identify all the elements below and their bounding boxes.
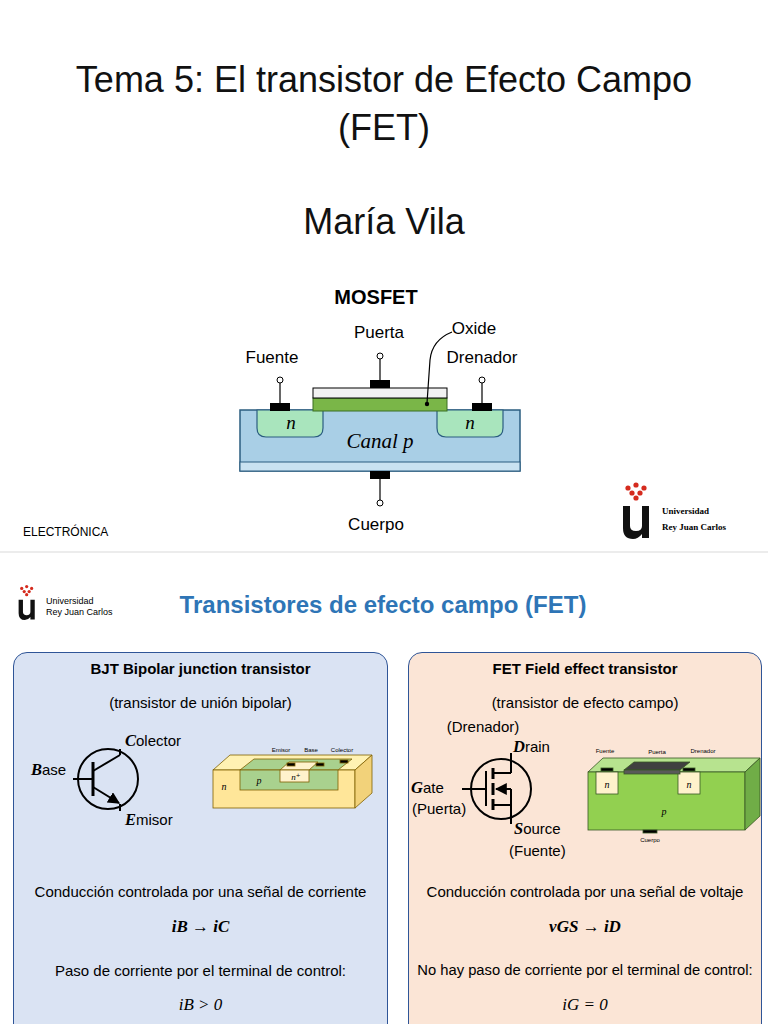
part-label: Oxide: [452, 319, 496, 339]
panel-text: (transistor de unión bipolar): [14, 694, 387, 712]
terminal-label: Colector: [331, 747, 353, 754]
panel-text: iG = 0: [409, 995, 761, 1015]
region-label: n: [286, 412, 296, 434]
slide-heading: Transistores de efecto campo (FET): [180, 591, 587, 619]
terminal-label: Base: [31, 761, 66, 780]
panel-text: No hay paso de corriente por el terminal…: [409, 962, 761, 980]
terminal-label: Fuente: [246, 348, 299, 368]
slide-title: Tema 5: El transistor de Efecto Campo (F…: [44, 56, 724, 152]
figure-title: MOSFET: [334, 286, 417, 309]
panel-text: FET Field effect transistor: [409, 660, 761, 678]
region-label: n: [222, 781, 227, 793]
panel-text: Paso de corriente por el terminal de con…: [14, 962, 387, 980]
terminal-label: Emisor: [125, 811, 173, 830]
terminal-label: Drain: [513, 738, 550, 757]
panel-text: BJT Bipolar junction transistor: [14, 660, 387, 678]
terminal-label: Base: [304, 747, 318, 754]
course-label: ELECTRÓNICA: [23, 526, 108, 540]
panel-text: iB > 0: [14, 995, 387, 1015]
logo-text: Universidad: [662, 506, 709, 516]
panel-text: vGS → iD: [409, 917, 761, 937]
university-logo: [623, 482, 649, 539]
region-label: n⁺: [291, 772, 300, 782]
terminal-label: Drenador: [447, 348, 518, 368]
terminal-label: Colector: [125, 732, 181, 751]
terminal-label: Source: [514, 820, 561, 839]
logo-text: Rey Juan Carlos: [662, 522, 726, 532]
terminal-label: Puerta: [648, 749, 666, 756]
terminal-label: (Drenador): [447, 718, 520, 735]
panel-text: Conducción controlada por una señal de c…: [14, 883, 387, 901]
comparison-panel: BJT Bipolar junction transistor (transist…: [13, 652, 388, 1024]
region-label: p: [257, 775, 262, 787]
region-label: Canal p: [346, 429, 413, 453]
university-logo: [19, 585, 35, 620]
mosfet-illustration: [240, 332, 520, 506]
terminal-label: (Puerta): [412, 800, 466, 817]
terminal-label: Cuerpo: [348, 515, 404, 535]
terminal-label: Cuerpo: [640, 837, 660, 844]
terminal-label: Puerta: [354, 323, 404, 343]
region-label: n: [687, 779, 692, 791]
terminal-label: Fuente: [596, 748, 615, 755]
region-label: p: [662, 806, 667, 818]
logo-text: Rey Juan Carlos: [46, 607, 113, 617]
author-name: María Vila: [303, 201, 464, 242]
region-label: n: [465, 412, 475, 434]
terminal-label: Gate: [411, 779, 444, 798]
panel-text: (transistor de efecto campo): [409, 694, 761, 712]
region-label: n: [605, 779, 610, 791]
terminal-label: (Fuente): [509, 842, 566, 859]
panel-text: Conducción controlada por una señal de v…: [409, 883, 761, 901]
terminal-label: Drenador: [690, 748, 715, 755]
comparison-panel: FET Field effect transistor (transistor d…: [408, 652, 762, 1024]
panel-text: iB → iC: [14, 917, 387, 937]
logo-text: Universidad: [46, 596, 94, 606]
terminal-label: Emisor: [272, 747, 291, 754]
